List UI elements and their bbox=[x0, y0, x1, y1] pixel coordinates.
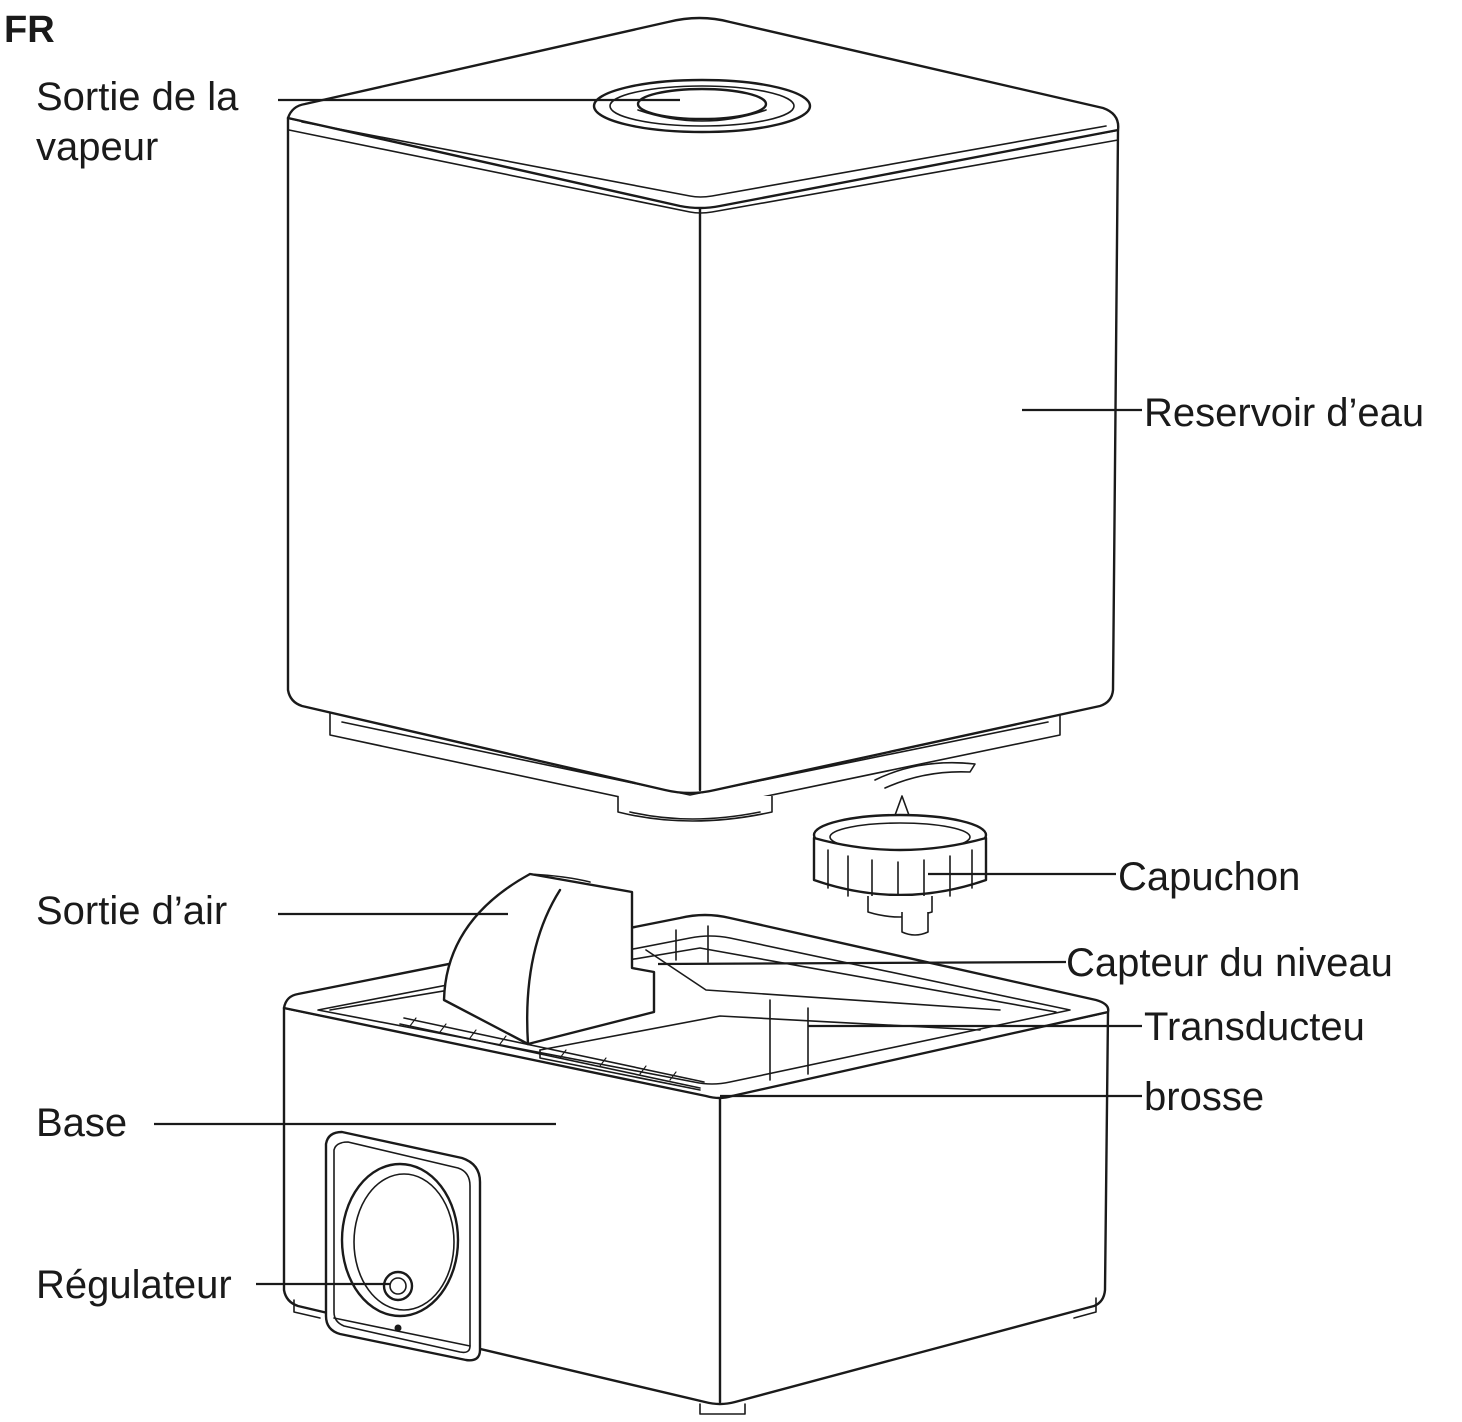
label-cap: Capuchon bbox=[1118, 855, 1300, 899]
base-part bbox=[282, 872, 1110, 1415]
label-base: Base bbox=[36, 1101, 127, 1145]
label-brush: brosse bbox=[1144, 1075, 1264, 1119]
label-air-outlet: Sortie d’air bbox=[36, 889, 227, 933]
label-transducer: Transducteu bbox=[1144, 1005, 1365, 1049]
label-steam-outlet-line1: Sortie de la bbox=[36, 75, 239, 119]
language-code: FR bbox=[4, 9, 55, 51]
leader-level-sensor bbox=[657, 960, 1067, 966]
leader-lines bbox=[154, 98, 1142, 1286]
cap-part bbox=[812, 795, 988, 936]
label-level-sensor: Capteur du niveau bbox=[1066, 941, 1393, 985]
water-tank bbox=[286, 16, 1120, 822]
label-water-tank: Reservoir d’eau bbox=[1144, 391, 1424, 435]
label-steam-outlet-line2: vapeur bbox=[36, 125, 158, 169]
label-regulator: Régulateur bbox=[36, 1263, 232, 1307]
